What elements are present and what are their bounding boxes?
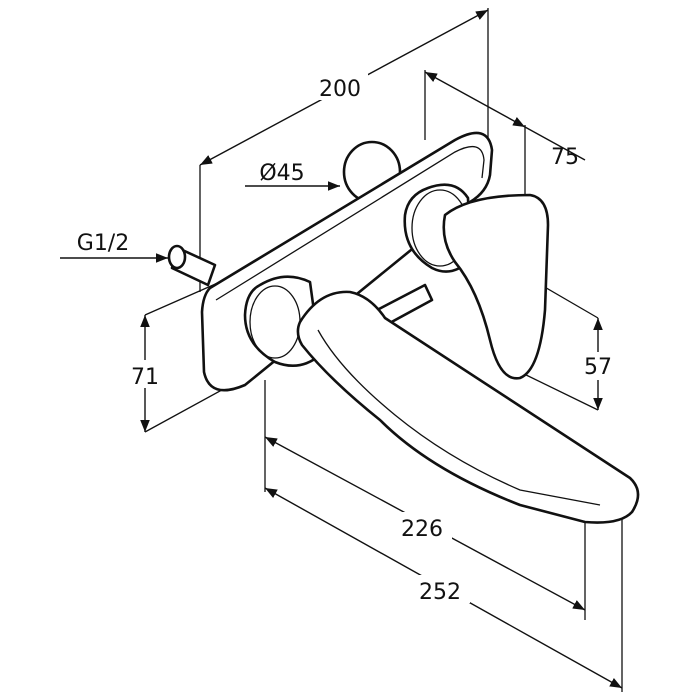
- dim-diameter-45: Ø45: [259, 161, 304, 186]
- dim-thread-g12: G1/2: [77, 231, 129, 256]
- dim-71: 71: [131, 365, 159, 390]
- handle-lever: [442, 193, 550, 380]
- dim-226: 226: [401, 517, 443, 542]
- dim-200: 200: [319, 77, 361, 102]
- pipe-end: [167, 244, 187, 270]
- dim-75: 75: [551, 145, 579, 170]
- dim-252: 252: [419, 580, 461, 605]
- dim-57: 57: [584, 355, 612, 380]
- faucet-body: [167, 131, 640, 524]
- spout: [296, 290, 640, 524]
